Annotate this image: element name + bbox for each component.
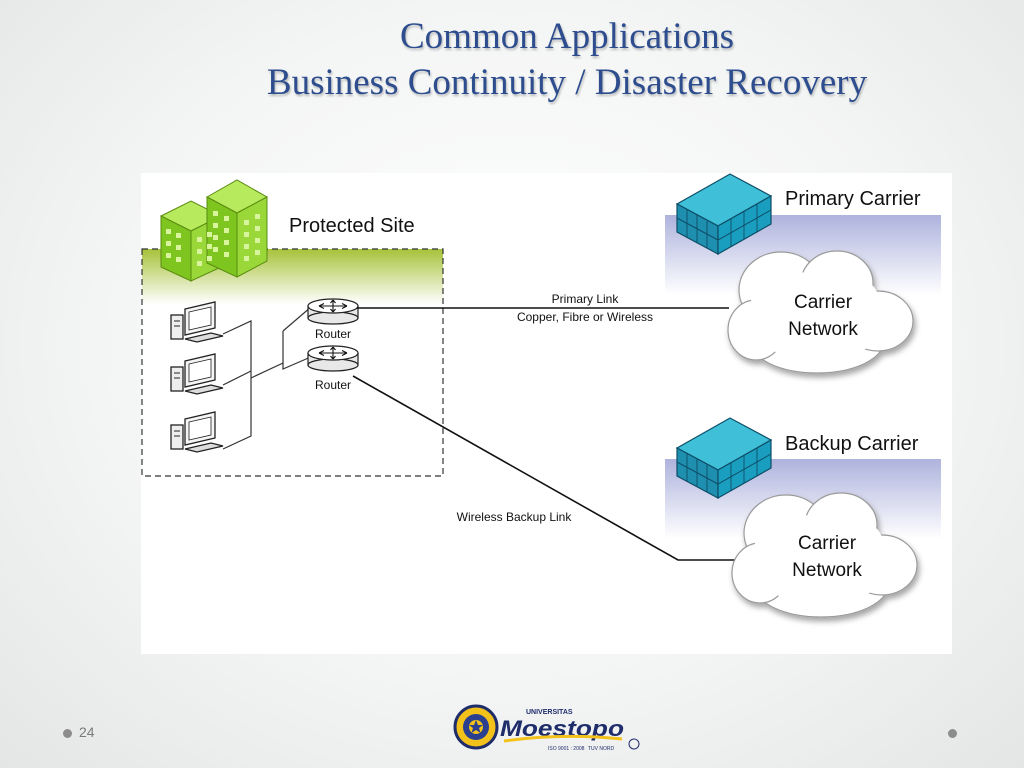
page-number: 24 [79,724,95,740]
logo-iso-text: ISO 9001 : 2008 [548,746,585,752]
backup-carrier-label: Backup Carrier [785,433,919,455]
slide-title: Common Applications Business Continuity … [0,14,1024,106]
primary-link-label: Primary Link [552,292,620,306]
backup-link-label: Wireless Backup Link [457,510,573,524]
primary-carrier-label: Primary Carrier [785,188,921,210]
backup-carrier-network-cloud [731,492,918,618]
network-diagram: Protected Site Router [141,173,952,654]
workstation-links [222,306,314,450]
backup-carrier-building-icon [675,417,773,500]
footer-right-bullet-icon [948,729,957,738]
logo-small-text: UNIVERSITAS [526,709,573,716]
router-label: Router [315,378,351,392]
title-line-2: Business Continuity / Disaster Recovery [266,62,868,103]
backup-cloud-label-line2: Network [792,560,862,581]
protected-site-boundary [141,248,444,477]
router-icon [307,298,359,325]
title-line-1: Common Applications [399,16,735,57]
router-label: Router [315,327,351,341]
primary-cloud-label-line2: Network [788,319,858,340]
footer-left-bullet-icon [63,729,72,738]
primary-cloud-label-line1: Carrier [794,292,853,313]
backup-link-line [352,375,741,561]
workstation-icon [170,301,224,343]
workstation-icon [170,353,224,395]
logo-tuv-text: TUV NORD [588,746,615,752]
university-logo: UNIVERSITAS Moestopo ISO 9001 : 2008 TUV… [453,704,640,752]
protected-site-label: Protected Site [289,215,415,237]
primary-carrier-building-icon [675,173,773,256]
backup-cloud-label-line1: Carrier [798,533,857,554]
university-seal-icon [453,704,499,750]
router-icon [307,345,359,372]
workstation-icon [170,411,224,453]
primary-carrier-network-cloud [727,250,914,374]
primary-link-sublabel: Copper, Fibre or Wireless [517,310,653,324]
office-buildings-icon [159,179,269,282]
